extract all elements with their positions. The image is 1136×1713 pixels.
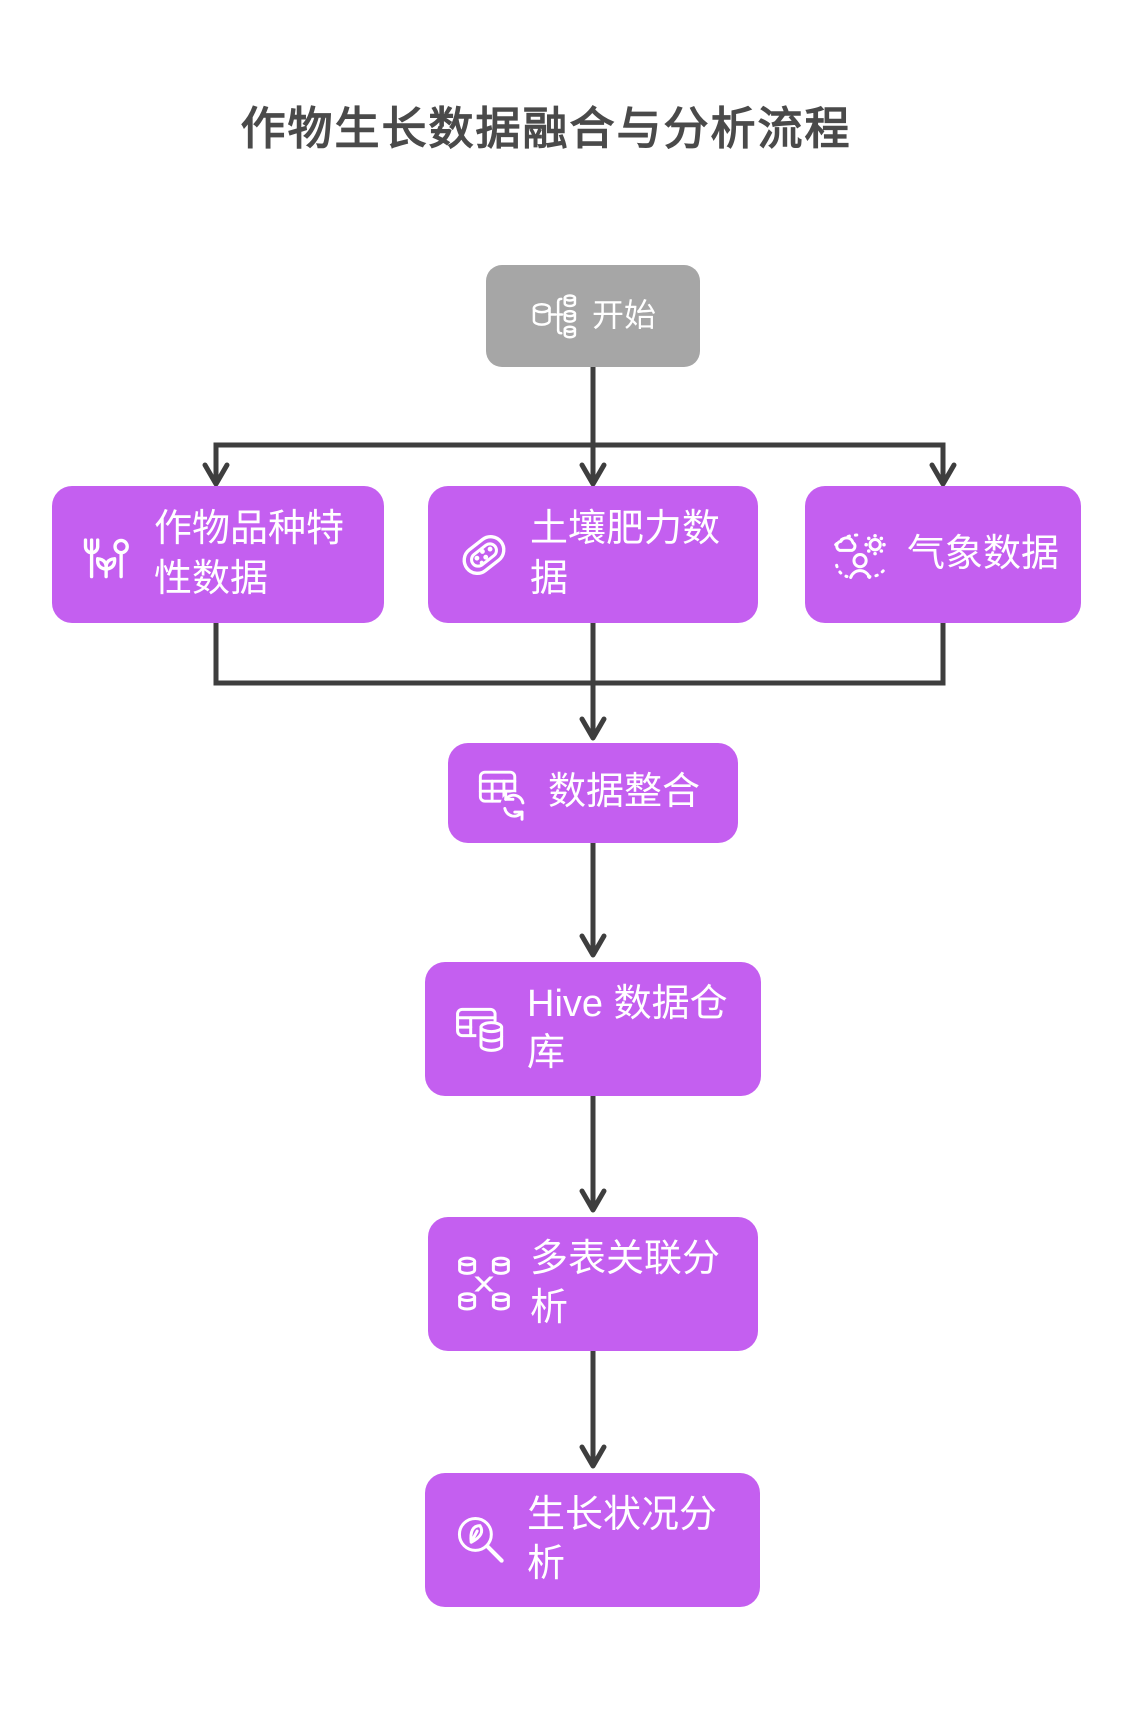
plants-icon — [83, 537, 129, 578]
page-title: 作物生长数据融合与分析流程 — [240, 103, 852, 154]
node-multi-table-join-analysis: 多表关联分析 — [428, 1217, 758, 1351]
table-sync-icon — [478, 770, 528, 821]
leaf-magnifier-icon — [457, 1516, 504, 1563]
node-label: 多表关联分析 — [530, 1237, 721, 1329]
arrow-down-icon — [579, 462, 607, 487]
edge-hive-join — [579, 1096, 607, 1213]
node-label: 数据整合 — [548, 771, 701, 814]
node-label: 土壤肥力数据 — [530, 508, 721, 600]
database-join-icon — [457, 1255, 511, 1313]
node-weather-data: 气象数据 — [805, 486, 1081, 623]
weather-observer-icon — [834, 533, 887, 579]
node-data-integration: 数据整合 — [448, 743, 738, 843]
edge-join-growth — [579, 1351, 607, 1469]
arrow-down-icon — [202, 462, 230, 487]
arrow-down-icon — [579, 1444, 607, 1469]
node-hive-warehouse: Hive 数据仓库 — [425, 962, 761, 1096]
node-crop-variety-data: 作物品种特性数据 — [52, 486, 384, 623]
node-label: 生长状况分析 — [527, 1493, 718, 1585]
node-start: 开始 — [486, 265, 700, 367]
edge-integration-hive — [579, 843, 607, 958]
arrow-down-icon — [579, 933, 607, 958]
arrow-down-icon — [579, 716, 607, 741]
node-label: 作物品种特性数据 — [154, 508, 345, 600]
table-database-icon — [456, 1007, 507, 1054]
node-label: Hive 数据仓库 — [527, 982, 728, 1074]
node-label: 开始 — [591, 297, 656, 334]
edge-start-branch — [202, 367, 957, 487]
node-soil-fertility-data: 土壤肥力数据 — [428, 486, 758, 623]
node-label: 气象数据 — [907, 532, 1060, 575]
edge-merge-to-integration — [213, 623, 946, 741]
arrow-down-icon — [579, 1188, 607, 1213]
database-split-icon — [532, 294, 577, 339]
soil-sample-icon — [462, 534, 506, 575]
arrow-down-icon — [929, 462, 957, 487]
node-growth-status-analysis: 生长状况分析 — [425, 1473, 760, 1607]
